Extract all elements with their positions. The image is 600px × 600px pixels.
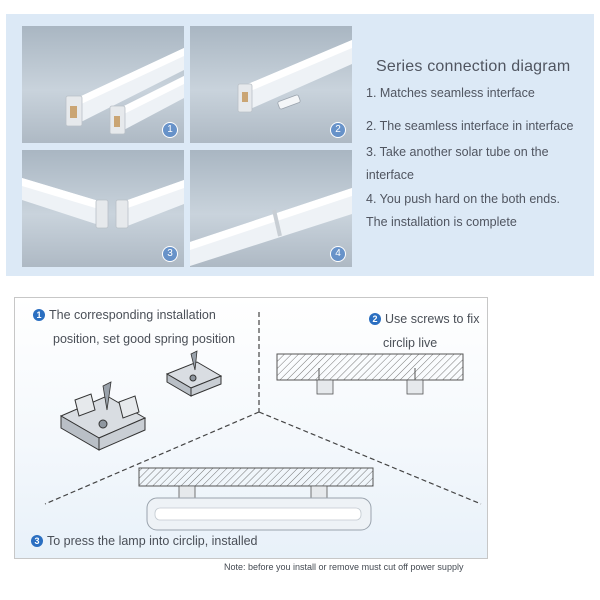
series-step-text: 2. The seamless interface in interface — [366, 119, 574, 133]
power-supply-note: Note: before you install or remove must … — [224, 562, 464, 572]
series-step-text: 3. Take another solar tube on the — [366, 145, 549, 159]
led-tube-joining-image — [22, 178, 184, 229]
step-1-label-line2: position, set good spring position — [53, 332, 236, 346]
screw-icon — [102, 381, 112, 411]
spring-clip-large — [59, 393, 147, 451]
step-2-label-line2: circlip live — [383, 336, 438, 350]
step-number-badge: 4 — [330, 246, 346, 262]
step-2-photo: 2 — [190, 26, 352, 143]
series-connection-panel: 1 2 3 4 Series connectio — [6, 14, 594, 276]
step-3-photo: 3 — [22, 150, 184, 267]
step-number-badge: 2 — [330, 122, 346, 138]
step-1-badge: 1 — [33, 309, 45, 321]
series-step-text: 4. You push hard on the both ends. — [366, 192, 560, 206]
led-tube-connector-image — [237, 40, 352, 113]
step-1-photo: 1 — [22, 26, 184, 143]
series-step-text: 1. Matches seamless interface — [366, 86, 535, 100]
step-3-badge: 3 — [31, 535, 43, 547]
spring-clip-small — [165, 361, 223, 397]
series-step-text: The installation is complete — [366, 215, 517, 229]
led-tube-joined-image — [190, 188, 352, 266]
series-step-text: interface — [366, 168, 414, 182]
installation-drawing — [44, 312, 482, 531]
step-2-badge: 2 — [369, 313, 381, 325]
step-number-badge: 3 — [162, 246, 178, 262]
series-title: Series connection diagram — [376, 58, 571, 75]
screw-icon — [190, 350, 198, 371]
led-tube-ends-image — [65, 48, 184, 135]
step-number-badge: 1 — [162, 122, 178, 138]
step-4-photo: 4 — [190, 150, 352, 267]
